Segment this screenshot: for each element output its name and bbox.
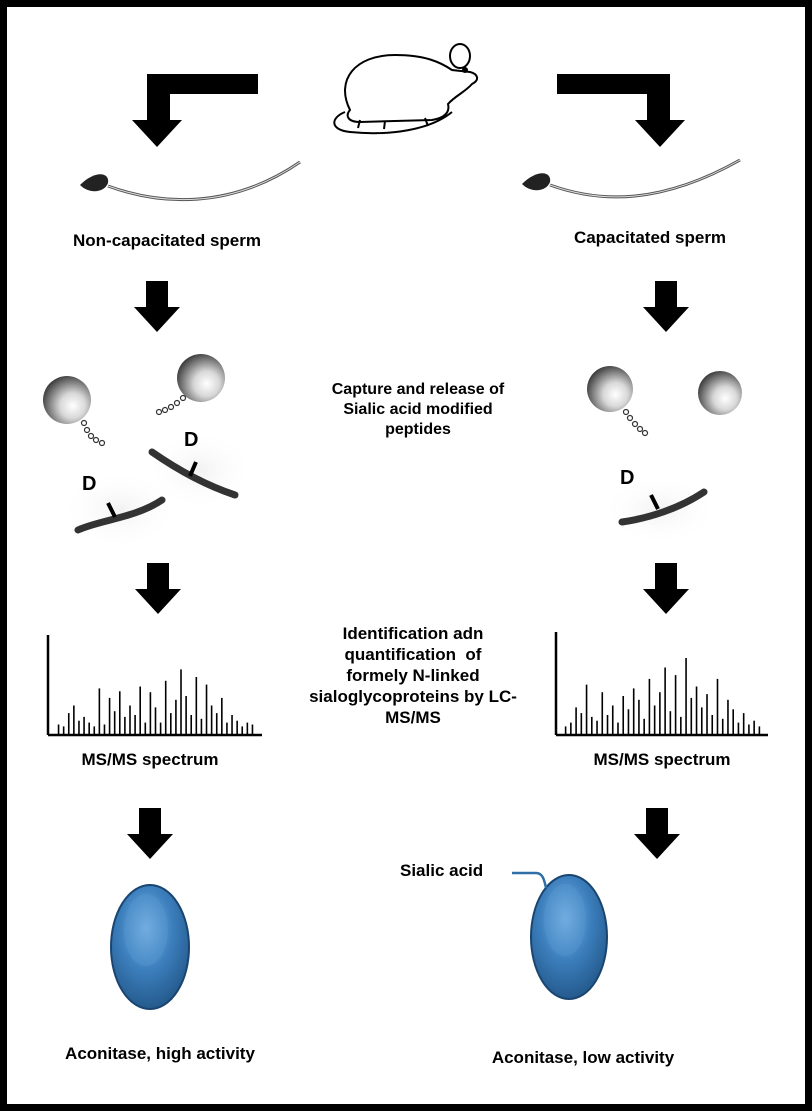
arrow-down-icon <box>132 74 258 147</box>
protein-icon <box>530 874 608 1000</box>
capture-line: Sialic acid modified <box>343 401 493 418</box>
peptide-letter: D <box>620 467 634 489</box>
right-spectrum-label: MS/MS spectrum <box>593 750 731 769</box>
spectrum-icon <box>46 635 262 737</box>
ident-line: sialoglycoproteins by LC- <box>309 687 517 706</box>
left-spectrum-label: MS/MS spectrum <box>81 750 219 769</box>
arrow-down-icon <box>634 808 680 859</box>
non-capacitated-sperm-label: Non-capacitated sperm <box>73 231 261 250</box>
capture-release-text: Capture and release of Sialic acid modif… <box>288 380 548 440</box>
bead-icon <box>43 376 106 447</box>
bead-icon <box>587 366 649 437</box>
peptide-letter: D <box>184 429 198 451</box>
sperm-icon <box>80 160 301 202</box>
capture-line: Capture and release of <box>331 381 505 398</box>
bead-icon <box>698 371 742 415</box>
sperm-icon <box>522 158 741 199</box>
sialic-acid-label: Sialic acid <box>400 861 484 880</box>
peptide-letter: D <box>82 473 96 495</box>
peptide-icon <box>600 475 720 545</box>
capture-line: peptides <box>385 421 451 438</box>
arrow-down-icon <box>643 563 689 614</box>
arrow-down-icon <box>557 74 685 147</box>
ident-line: Identification adn <box>342 624 484 643</box>
peptide-icon <box>60 470 180 550</box>
arrow-down-icon <box>127 808 173 859</box>
identification-text: Identification adn quantification of for… <box>268 623 558 728</box>
arrow-down-icon <box>135 563 181 614</box>
protein-icon <box>110 884 190 1010</box>
ident-line: formely N-linked <box>346 666 480 685</box>
right-protein-label: Aconitase, low activity <box>491 1048 675 1067</box>
spectrum-icon <box>554 632 768 737</box>
arrow-down-icon <box>643 281 689 332</box>
ident-line: MS/MS <box>385 708 441 727</box>
capacitated-sperm-label: Capacitated sperm <box>573 228 727 247</box>
sialic-acid-line <box>512 871 548 889</box>
peptide-icon <box>145 430 255 510</box>
mouse-icon <box>333 43 478 135</box>
ident-line: quantification of <box>344 645 482 664</box>
left-protein-label: Aconitase, high activity <box>65 1044 255 1063</box>
arrow-down-icon <box>134 281 180 332</box>
bead-icon <box>155 354 225 416</box>
